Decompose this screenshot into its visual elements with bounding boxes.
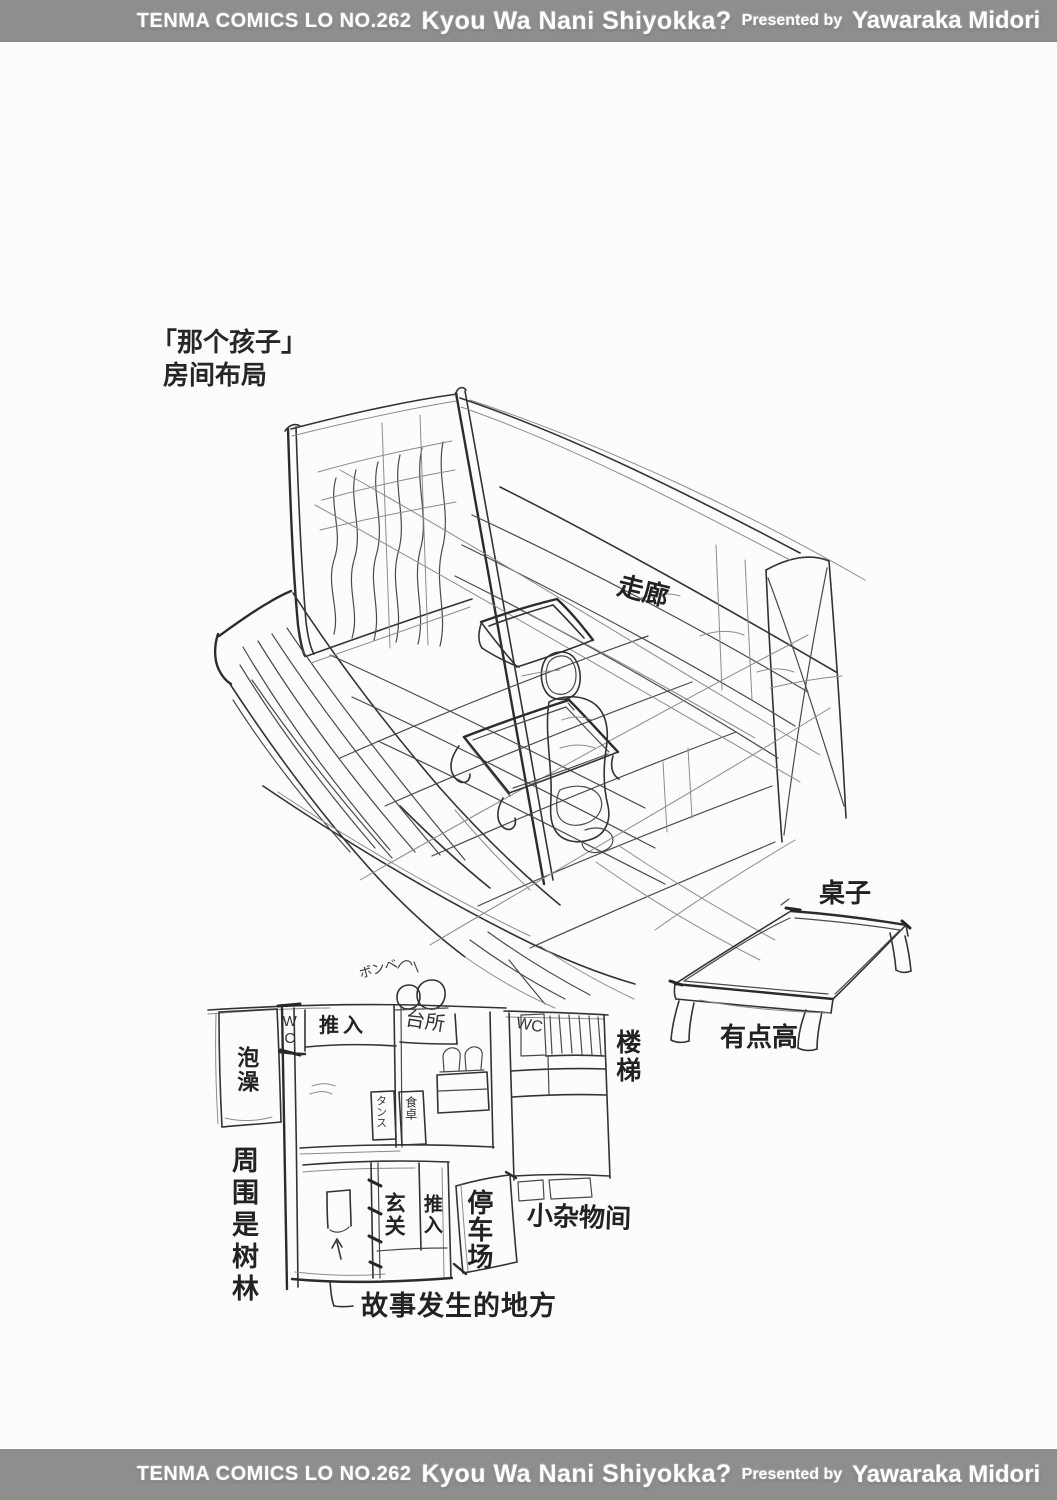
top-banner: TENMA COMICS LO NO.262 Kyou Wa Nani Shiy… (0, 0, 1057, 42)
round-cushion-sketch (521, 651, 582, 701)
room-perspective-sketch (213, 386, 866, 1009)
page-title-line1: 「那个孩子」 (151, 327, 308, 357)
storage-room-label: 小杂物间 (526, 1200, 632, 1234)
entrance-label: 玄关 (382, 1192, 406, 1238)
wc-left-label: WC (281, 1013, 299, 1047)
story-place-label: 故事发生的地方 (361, 1291, 557, 1321)
bottom-banner: TENMA COMICS LO NO.262 Kyou Wa Nani Shiy… (0, 1449, 1057, 1500)
stairs-label: 楼梯 (612, 1029, 641, 1085)
desk-sketch (479, 597, 595, 642)
closet-top-label: 推入 (319, 1015, 367, 1037)
dining-table-label: 食卓 (403, 1096, 418, 1120)
title-text-bottom: Kyou Wa Nani Shiyokka? (421, 1460, 732, 1488)
futon-sketch (546, 696, 614, 854)
low-table-right-sketch (668, 898, 912, 1052)
author-text-bottom: Yawaraka Midori (852, 1460, 1041, 1488)
low-table-center-sketch (450, 698, 620, 831)
page-title-line2: 房间布局 (163, 359, 268, 390)
author-text: Yawaraka Midori (852, 7, 1041, 34)
presented-by-text: Presented by (741, 12, 843, 29)
bath-label: 泡澡 (234, 1046, 260, 1094)
wardrobe-label: タンス (374, 1095, 387, 1128)
a-bit-tall-label: 有点高 (720, 1022, 799, 1052)
table-label: 桌子 (819, 878, 872, 908)
floorplan-sketch (207, 960, 611, 1308)
series-text: TENMA COMICS LO NO.262 (136, 9, 412, 32)
parking-lot-label: 停车场 (463, 1189, 494, 1270)
series-text-bottom: TENMA COMICS LO NO.262 (136, 1463, 412, 1485)
title-text: Kyou Wa Nani Shiyokka? (421, 6, 732, 35)
desk-sketch-detail (478, 604, 594, 668)
presented-by-text-bottom: Presented by (741, 1465, 843, 1483)
closet-bottom-label: 推入 (420, 1194, 442, 1236)
surrounded-by-woods-label: 周围是树林 (228, 1146, 259, 1306)
page-title: 「那个孩子」 房间布局 (151, 326, 307, 391)
